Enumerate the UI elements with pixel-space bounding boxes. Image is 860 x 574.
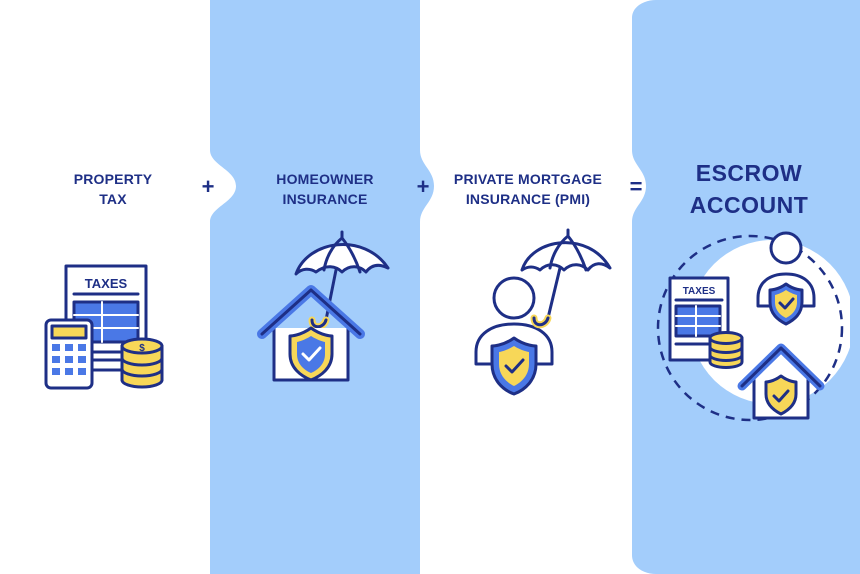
dashed-ring [656, 234, 844, 422]
person-icon [756, 231, 816, 326]
homeowner-insurance-title-line-2: INSURANCE [282, 191, 368, 207]
escrow-account-icon: TAXES [656, 231, 850, 422]
svg-text:$: $ [139, 343, 145, 354]
property-tax-title: PROPERTY TAX [53, 169, 173, 209]
escrow-account-title: ESCROW ACCOUNT [659, 157, 839, 221]
panel-2-background [210, 0, 434, 574]
equals-operator: = [629, 174, 643, 199]
escrow-account-title-line-2: ACCOUNT [689, 192, 809, 218]
escrow-document-label: TAXES [683, 286, 716, 297]
plus-operator-1: + [201, 174, 215, 199]
property-tax-icon: TAXES $ [44, 264, 164, 390]
pmi-title-line-2: INSURANCE (PMI) [465, 191, 591, 207]
property-tax-title-line-2: TAX [99, 191, 127, 207]
homeowner-insurance-title: HOMEOWNER INSURANCE [255, 169, 395, 209]
house-icon [737, 343, 825, 420]
shield-check-icon [288, 326, 334, 382]
pmi-title-line-1: PRIVATE MORTGAGE [453, 171, 603, 187]
homeowner-insurance-icon [257, 230, 390, 382]
shield-check-icon [490, 336, 538, 396]
plus-operator-2: + [416, 174, 430, 199]
pmi-title: PRIVATE MORTGAGE INSURANCE (PMI) [440, 169, 616, 209]
homeowner-insurance-title-line-1: HOMEOWNER [276, 171, 374, 187]
coin-stack-icon [708, 331, 744, 369]
coin-stack-icon [120, 337, 164, 389]
escrow-account-title-line-1: ESCROW [695, 160, 803, 186]
property-tax-title-line-1: PROPERTY [73, 171, 153, 187]
tax-document-label: TAXES [85, 276, 128, 291]
umbrella-icon [520, 228, 612, 329]
private-mortgage-insurance-icon [474, 228, 612, 396]
umbrella-icon [294, 230, 390, 331]
